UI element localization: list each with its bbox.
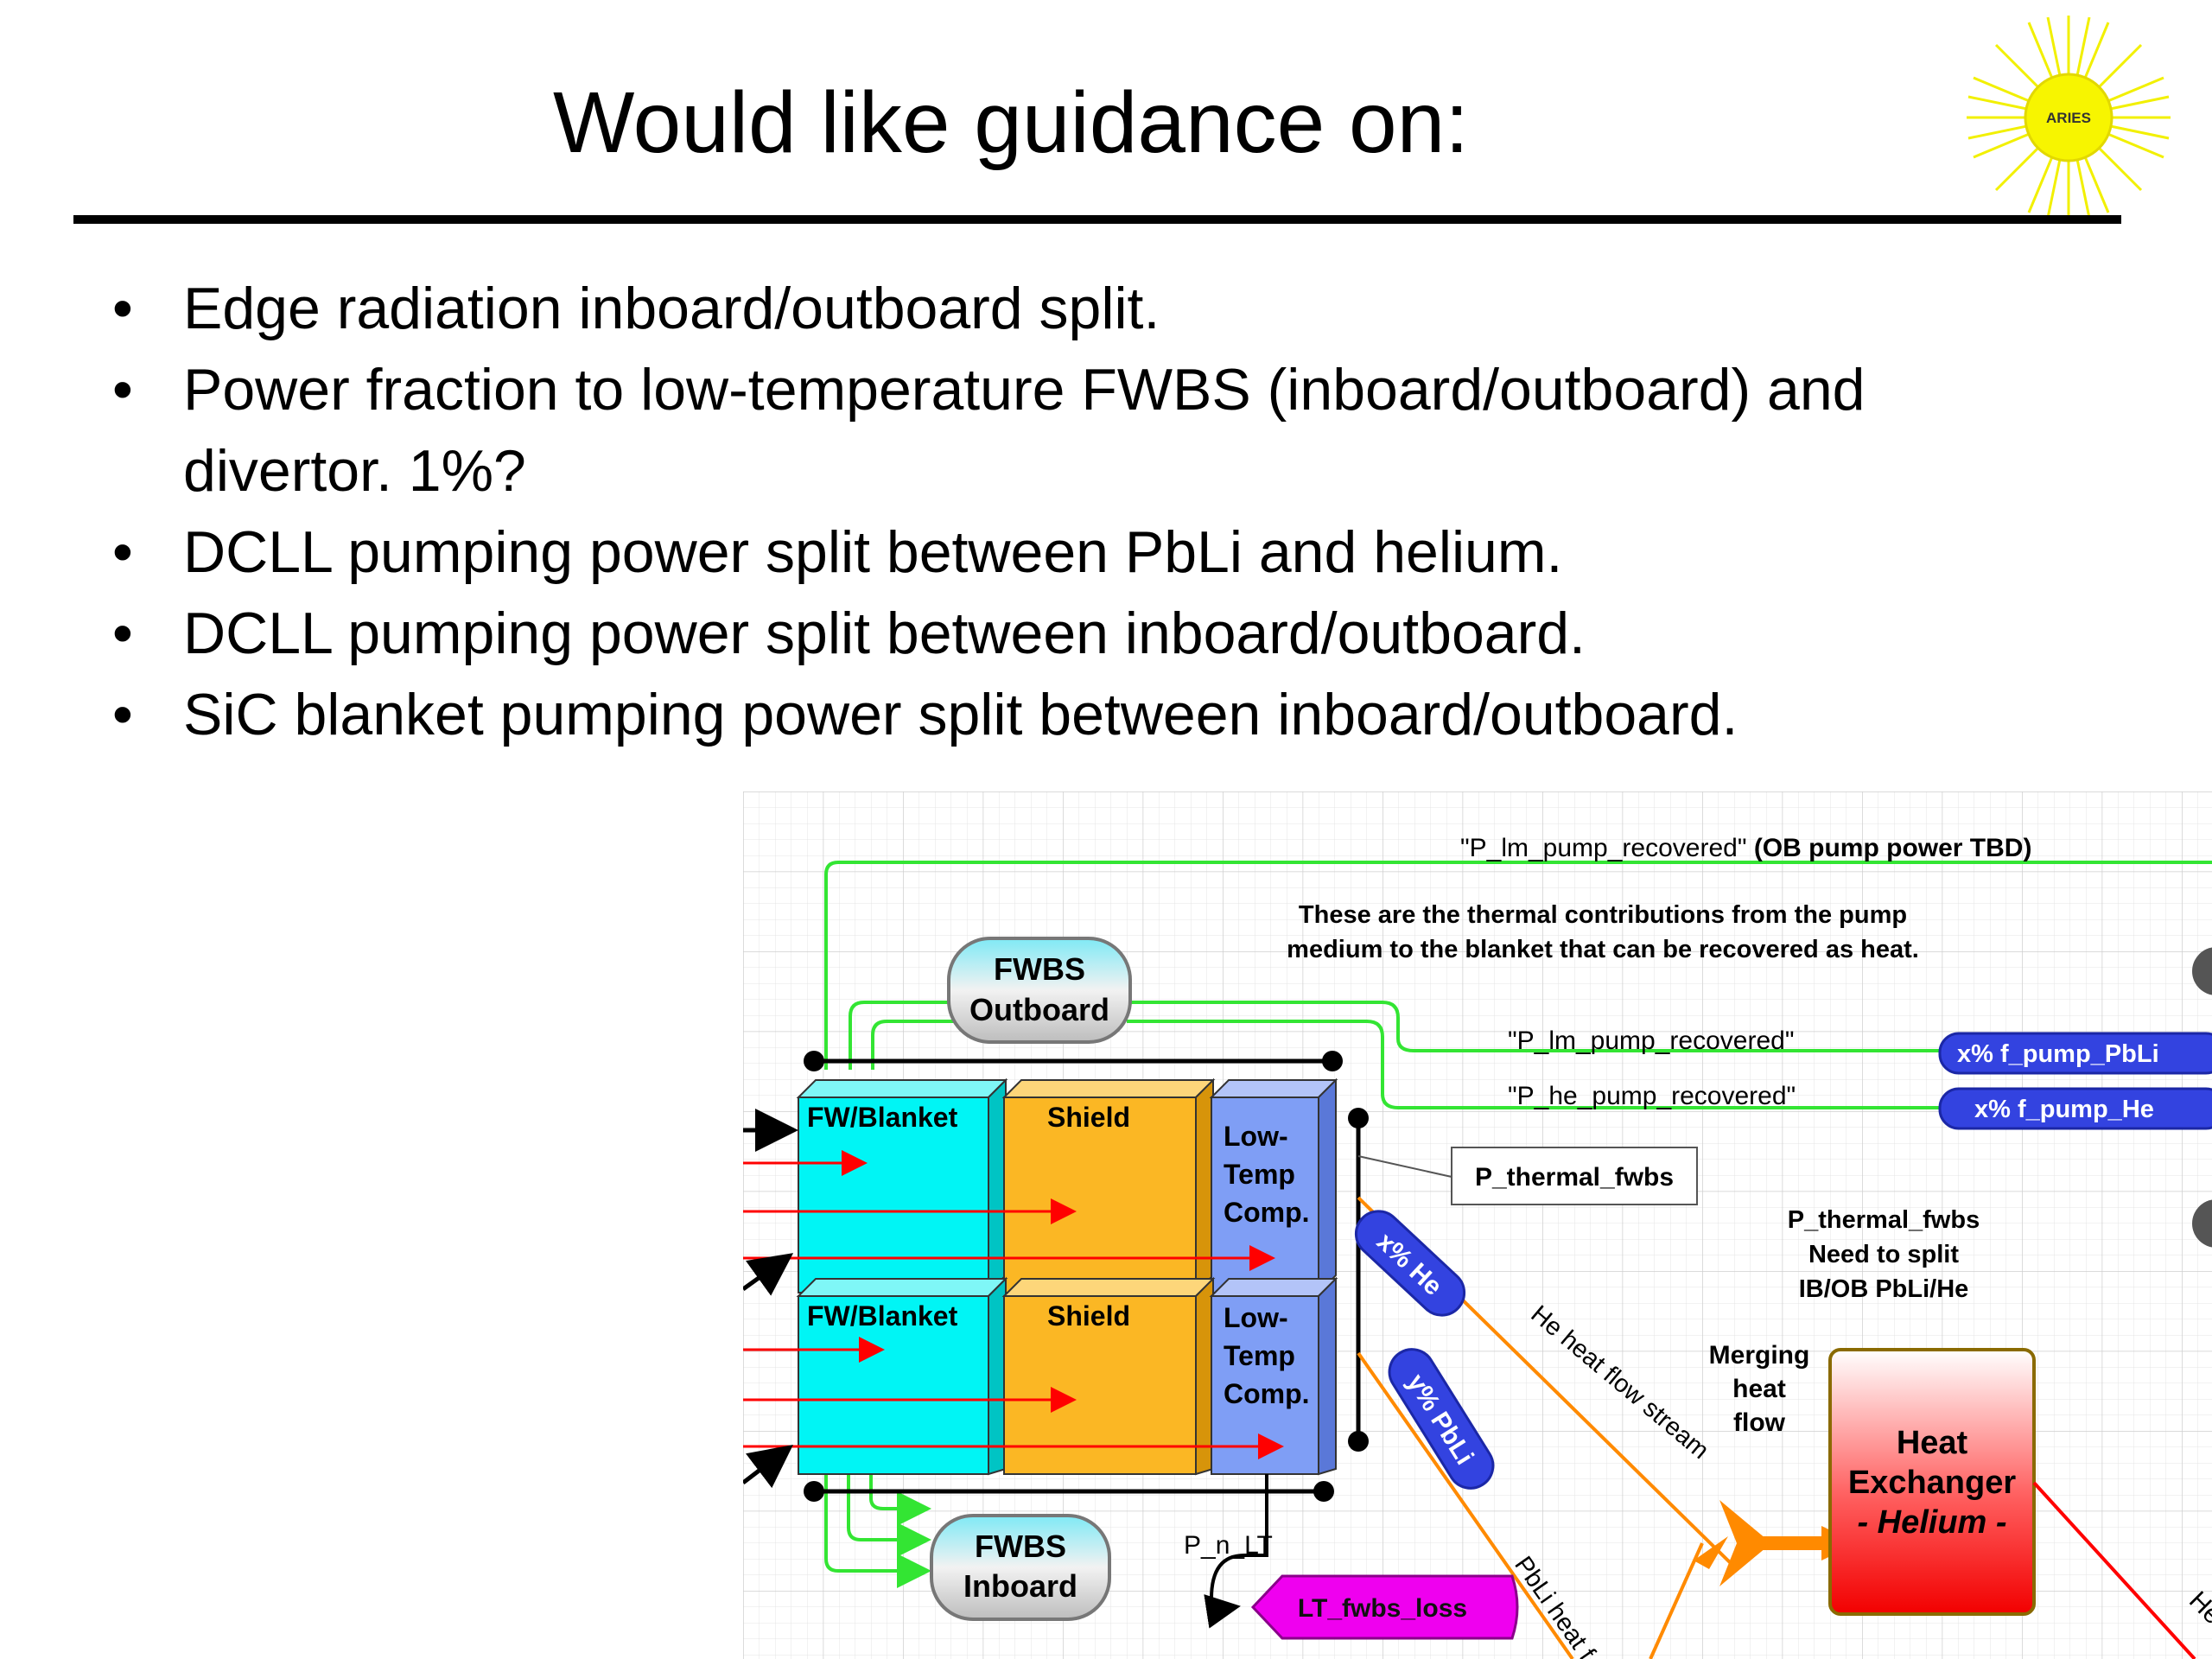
svg-text:Shield: Shield	[1047, 1102, 1130, 1133]
component-bracket	[814, 1058, 1361, 1494]
note-line-1: These are the thermal contributions from…	[1299, 901, 1907, 929]
hx-output-line	[2032, 1481, 2196, 1659]
svg-text:P_thermal_fwbs: P_thermal_fwbs	[1475, 1163, 1674, 1192]
slide-title: Would like guidance on:	[553, 74, 1469, 171]
heat-exchanger-box: Heat Exchanger - Helium -	[1828, 1348, 2036, 1616]
svg-text:x% f_pump_He: x% f_pump_He	[1974, 1096, 2154, 1123]
power-flow-diagram: "P_lm_pump_recovered" (OB pump power TBD…	[743, 791, 2212, 1659]
svg-text:Low-: Low-	[1224, 1302, 1288, 1333]
green-flow-lines	[824, 861, 2212, 1588]
merging-label-2: heat	[1732, 1375, 1786, 1403]
top-recovered-label: "P_lm_pump_recovered" (OB pump power TBD…	[1460, 834, 2031, 862]
sun-disc	[2024, 73, 2113, 162]
svg-text:Exchanger: Exchanger	[1848, 1465, 2017, 1501]
bullet-item: •DCLL pumping power split between PbLi a…	[112, 519, 1563, 585]
pbli-fraction-pill: y% PbLi	[1388, 1348, 1495, 1490]
logo-text: ARIES	[2046, 110, 2091, 126]
svg-text:FW/Blanket: FW/Blanket	[807, 1300, 958, 1332]
svg-text:FW/Blanket: FW/Blanket	[807, 1102, 958, 1133]
svg-text:FWBS: FWBS	[975, 1529, 1066, 1564]
svg-text:x% f_pump_PbLi: x% f_pump_PbLi	[1957, 1040, 2159, 1068]
fwbs-outboard-pill: FWBS Outboard	[947, 937, 1132, 1044]
pump-he-pill: x% f_pump_He	[1938, 1087, 2212, 1130]
svg-text:Temp: Temp	[1224, 1340, 1295, 1371]
lt-fwbs-loss-shape: LT_fwbs_loss	[1250, 1574, 1519, 1640]
bullet-item: •Edge radiation inboard/outboard split.	[112, 276, 1160, 341]
split-note-3: IB/OB PbLi/He	[1799, 1275, 1969, 1303]
svg-text:Outboard: Outboard	[969, 992, 1109, 1027]
bullet-item: •SiC blanket pumping power split between…	[112, 682, 1738, 747]
svg-text:Shield: Shield	[1047, 1300, 1130, 1332]
black-input-arrows	[743, 1109, 798, 1489]
svg-text:FWBS: FWBS	[994, 951, 1085, 987]
svg-text:Comp.: Comp.	[1224, 1197, 1310, 1228]
split-note-1: P_thermal_fwbs	[1788, 1206, 1980, 1234]
svg-text:Heat: Heat	[1897, 1425, 1968, 1461]
svg-text:LT_fwbs_loss: LT_fwbs_loss	[1298, 1594, 1467, 1623]
he-recovered-label: "P_he_pump_recovered"	[1508, 1082, 1796, 1110]
merging-label-3: flow	[1733, 1408, 1786, 1437]
svg-text:Inboard: Inboard	[963, 1568, 1077, 1604]
title-divider	[73, 215, 2121, 224]
merging-label-1: Merging	[1709, 1341, 1810, 1370]
pump-pbli-pill: x% f_pump_PbLi	[1938, 1032, 2212, 1075]
lowtemp-top-block: Low- Temp Comp.	[1209, 1077, 1338, 1295]
bullet-item: •Power fraction to low-temperature FWBS …	[112, 357, 1866, 504]
svg-text:Comp.: Comp.	[1224, 1378, 1310, 1409]
offscreen-node	[2192, 1199, 2212, 1248]
fw-blanket-top-block: FW/Blanket	[796, 1077, 1008, 1295]
lowtemp-bottom-block: Low- Temp Comp.	[1209, 1276, 1338, 1476]
note-line-2: medium to the blanket that can be recove…	[1287, 936, 1919, 963]
svg-text:Low-: Low-	[1224, 1121, 1288, 1152]
svg-text:- Helium -: - Helium -	[1857, 1504, 2006, 1541]
he-fraction-pill: x% He	[1354, 1210, 1466, 1317]
split-note-2: Need to split	[1808, 1241, 1959, 1268]
fw-blanket-bottom-block: FW/Blanket	[796, 1276, 1008, 1476]
p-thermal-box: P_thermal_fwbs	[1451, 1147, 1698, 1205]
offscreen-node	[2192, 947, 2212, 995]
p-n-lt-label: P_n_LT	[1184, 1531, 1273, 1560]
aries-sun-logo: ARIES	[1967, 16, 2171, 219]
shield-top-block: Shield	[1001, 1077, 1216, 1295]
lm-recovered-label: "P_lm_pump_recovered"	[1508, 1027, 1794, 1055]
red-heat-arrows	[743, 1150, 1284, 1459]
shield-bottom-block: Shield	[1001, 1276, 1216, 1476]
fwbs-inboard-pill: FWBS Inboard	[930, 1514, 1111, 1621]
bullet-item: •DCLL pumping power split between inboar…	[112, 601, 1586, 666]
p-n-lt-arrow	[1204, 1474, 1268, 1629]
bullet-list: •Edge radiation inboard/outboard split. …	[112, 268, 2013, 755]
svg-text:Temp: Temp	[1224, 1159, 1295, 1190]
